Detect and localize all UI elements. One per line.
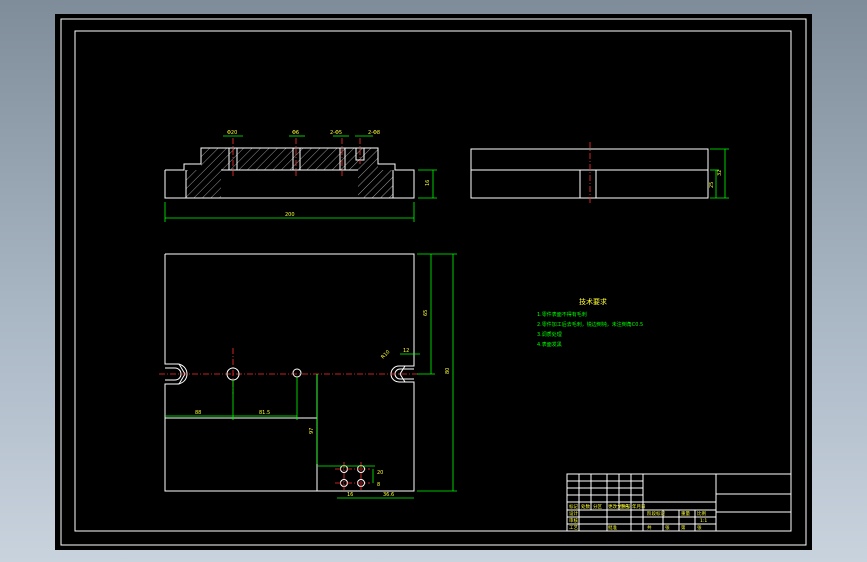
dim-plan-width: 80 <box>445 368 451 374</box>
tech-req-line-4: 4.表面发黑 <box>537 341 562 348</box>
dim-side-height: 25 <box>709 182 715 188</box>
tb-cell-16: 张 <box>697 524 702 531</box>
tb-cell-11: 重量 <box>681 510 690 517</box>
dim-plan-hole-dy2: 8 <box>377 482 380 488</box>
outer-frame <box>60 18 807 546</box>
dim-plan-hole-dy: 20 <box>377 470 383 476</box>
dim-top-overall-length: 200 <box>285 212 295 218</box>
tb-cell-13: 共 <box>647 524 652 531</box>
tech-req-line-2: 2.零件加工后去毛刺，锐边倒钝，未注倒角C0.5 <box>537 321 643 328</box>
drawing-canvas: Φ20 Φ6 2-Φ5 2-Φ8 200 16 32 25 <box>60 18 807 546</box>
tb-cell-6: 设计 <box>569 510 578 517</box>
tech-req-line-1: 1.零件表面不得有毛刺 <box>537 311 587 318</box>
tb-cell-8: 工艺 <box>569 525 578 531</box>
dim-plan-c2: 81.5 <box>259 410 270 416</box>
dim-plan-hole-dx: 16 <box>347 492 353 498</box>
tb-cell-15: 第 <box>681 524 686 531</box>
inner-frame <box>74 30 792 532</box>
tb-cell-10: 阶段标记 <box>647 510 665 517</box>
side-view: 32 25 <box>470 142 729 204</box>
cad-viewport[interactable]: Φ20 Φ6 2-Φ5 2-Φ8 200 16 32 25 <box>55 14 812 550</box>
tb-cell-0: 标记 <box>569 503 578 510</box>
tb-cell-14: 张 <box>665 524 670 531</box>
dim-plan-vertical: 97 <box>309 428 315 434</box>
tb-cell-12: 比例 <box>697 510 706 517</box>
dim-top-height: 16 <box>425 180 431 186</box>
dim-top-d2: Φ6 <box>292 130 299 136</box>
plan-view: 88 81.5 97 16 36.6 20 8 12 R10 80 65 <box>159 253 457 499</box>
tb-cell-2: 分区 <box>593 503 602 510</box>
dim-plan-c3: 12 <box>403 348 409 354</box>
dim-plan-hole-offset: 36.6 <box>383 492 394 498</box>
tb-cell-7: 审核 <box>569 517 578 524</box>
dim-top-d1: Φ20 <box>227 130 237 136</box>
dim-plan-r: R10 <box>380 349 391 360</box>
dim-top-d4: 2-Φ8 <box>368 130 380 136</box>
tb-cell-5: 年月日 <box>632 503 646 510</box>
title-block: 标记 处数 分区 更改文件号 签名 年月日 设计 审核 工艺 批准 阶段标记 重… <box>566 473 792 532</box>
tech-req-line-3: 3.调质处理 <box>537 331 562 338</box>
tech-req-title: 技术要求 <box>579 297 607 306</box>
dim-side-height2: 32 <box>717 170 723 176</box>
tb-cell-1: 处数 <box>581 503 590 510</box>
tb-cell-9: 批准 <box>608 524 617 531</box>
dim-plan-c1: 88 <box>195 410 201 416</box>
front-section-view: Φ20 Φ6 2-Φ5 2-Φ8 200 16 <box>164 130 437 222</box>
tb-cell-4: 签名 <box>620 503 629 510</box>
dim-plan-half: 65 <box>423 310 429 316</box>
tech-requirements: 技术要求 1.零件表面不得有毛刺 2.零件加工后去毛刺，锐边倒钝，未注倒角C0.… <box>537 297 643 348</box>
tb-cell-17: 1:1 <box>700 518 707 524</box>
dim-top-d3: 2-Φ5 <box>330 130 342 136</box>
tb-cell-3: 更改文件号 <box>608 503 631 510</box>
